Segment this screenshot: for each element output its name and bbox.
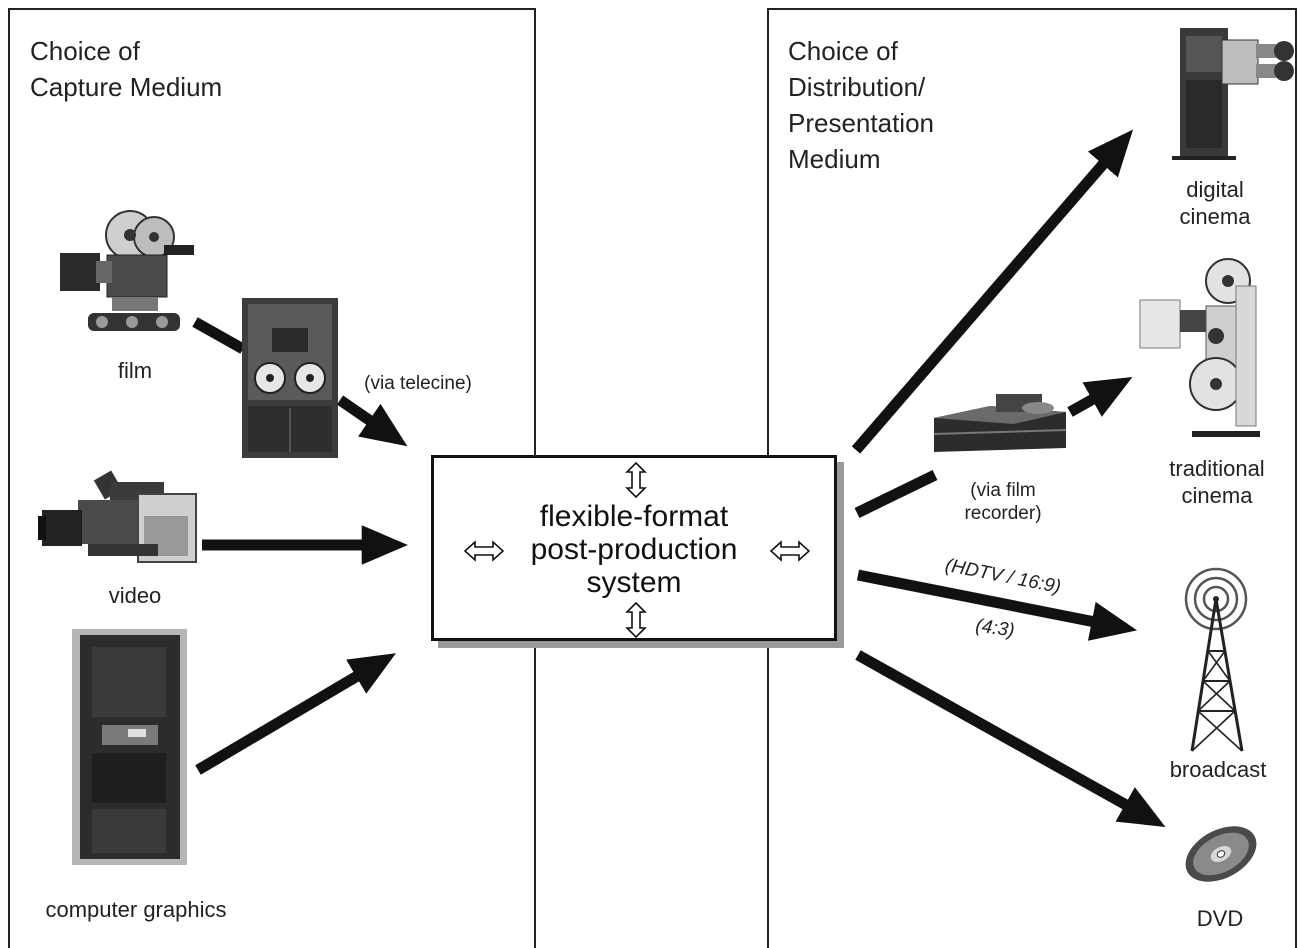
post-production-system-label: flexible-format post-production system: [530, 500, 738, 599]
film-recorder-note: (via film recorder): [964, 480, 1042, 524]
post-production-system-box: flexible-format post-production system: [431, 455, 837, 641]
computer-graphics-label: computer graphics: [45, 897, 227, 922]
capture-panel-title: Choice of Capture Medium: [30, 36, 223, 102]
distribution-panel-title: Choice of Distribution/ Presentation Med…: [788, 36, 934, 174]
graphics-arrow: [195, 653, 396, 775]
broadcast-label: broadcast: [1169, 757, 1267, 782]
broadcast-tower-icon: [1184, 567, 1248, 752]
dvd-label: DVD: [1196, 906, 1244, 931]
telecine-note: (via telecine): [364, 373, 472, 394]
digital-cinema-arrow: [851, 129, 1134, 454]
telecine-machine-icon: [242, 298, 338, 458]
traditional-cinema-arrow: [1067, 377, 1133, 417]
dvd-disc-icon: [1185, 826, 1257, 882]
dvd-arrow: [855, 650, 1166, 827]
film-projector-icon: [1139, 258, 1260, 437]
film-recorder-link: [854, 470, 938, 518]
digital-cinema-label: digital cinema: [1179, 177, 1251, 229]
telecine-arrow: [336, 395, 408, 447]
film-link-line: [192, 317, 246, 354]
video-camera-icon: [38, 470, 197, 563]
film-camera-icon: [60, 210, 194, 331]
bidirectional-arrow-icon: [625, 462, 647, 498]
digital-projector-icon: [1172, 28, 1294, 160]
bidirectional-arrow-icon: [625, 602, 647, 638]
bidirectional-arrow-icon: [770, 540, 810, 562]
traditional-cinema-label: traditional cinema: [1169, 456, 1265, 508]
film-label: film: [117, 358, 153, 383]
video-label: video: [108, 583, 162, 608]
broadcast-arrow: [856, 569, 1138, 641]
bidirectional-arrow-icon: [464, 540, 504, 562]
computer-tower-icon: [72, 629, 187, 865]
film-recorder-icon: [933, 394, 1067, 452]
